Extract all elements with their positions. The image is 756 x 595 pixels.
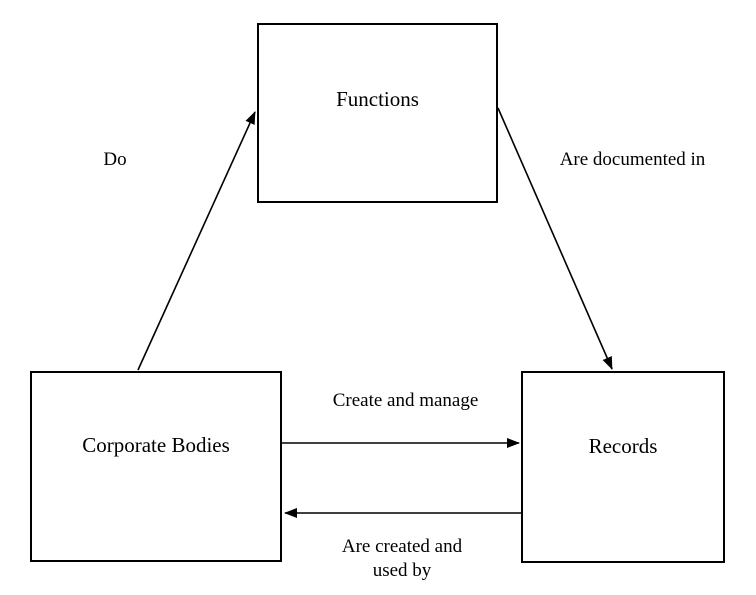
node-records: Records [521,371,725,563]
edge-label-are-created-and-used-by: Are created and used by [341,536,463,581]
edge-label-do: Do [103,149,127,170]
node-functions-label: Functions [336,87,419,111]
node-functions: Functions [257,23,498,203]
arrow-functions-to-records [497,107,613,370]
node-corporate-bodies: Corporate Bodies [30,371,282,562]
arrow-corporate-to-functions [137,111,256,371]
node-records-label: Records [588,434,658,458]
edge-label-create-and-manage: Create and manage [332,390,479,411]
edge-label-are-documented-in: Are documented in [559,149,706,170]
node-corporate-bodies-label: Corporate Bodies [82,433,230,457]
